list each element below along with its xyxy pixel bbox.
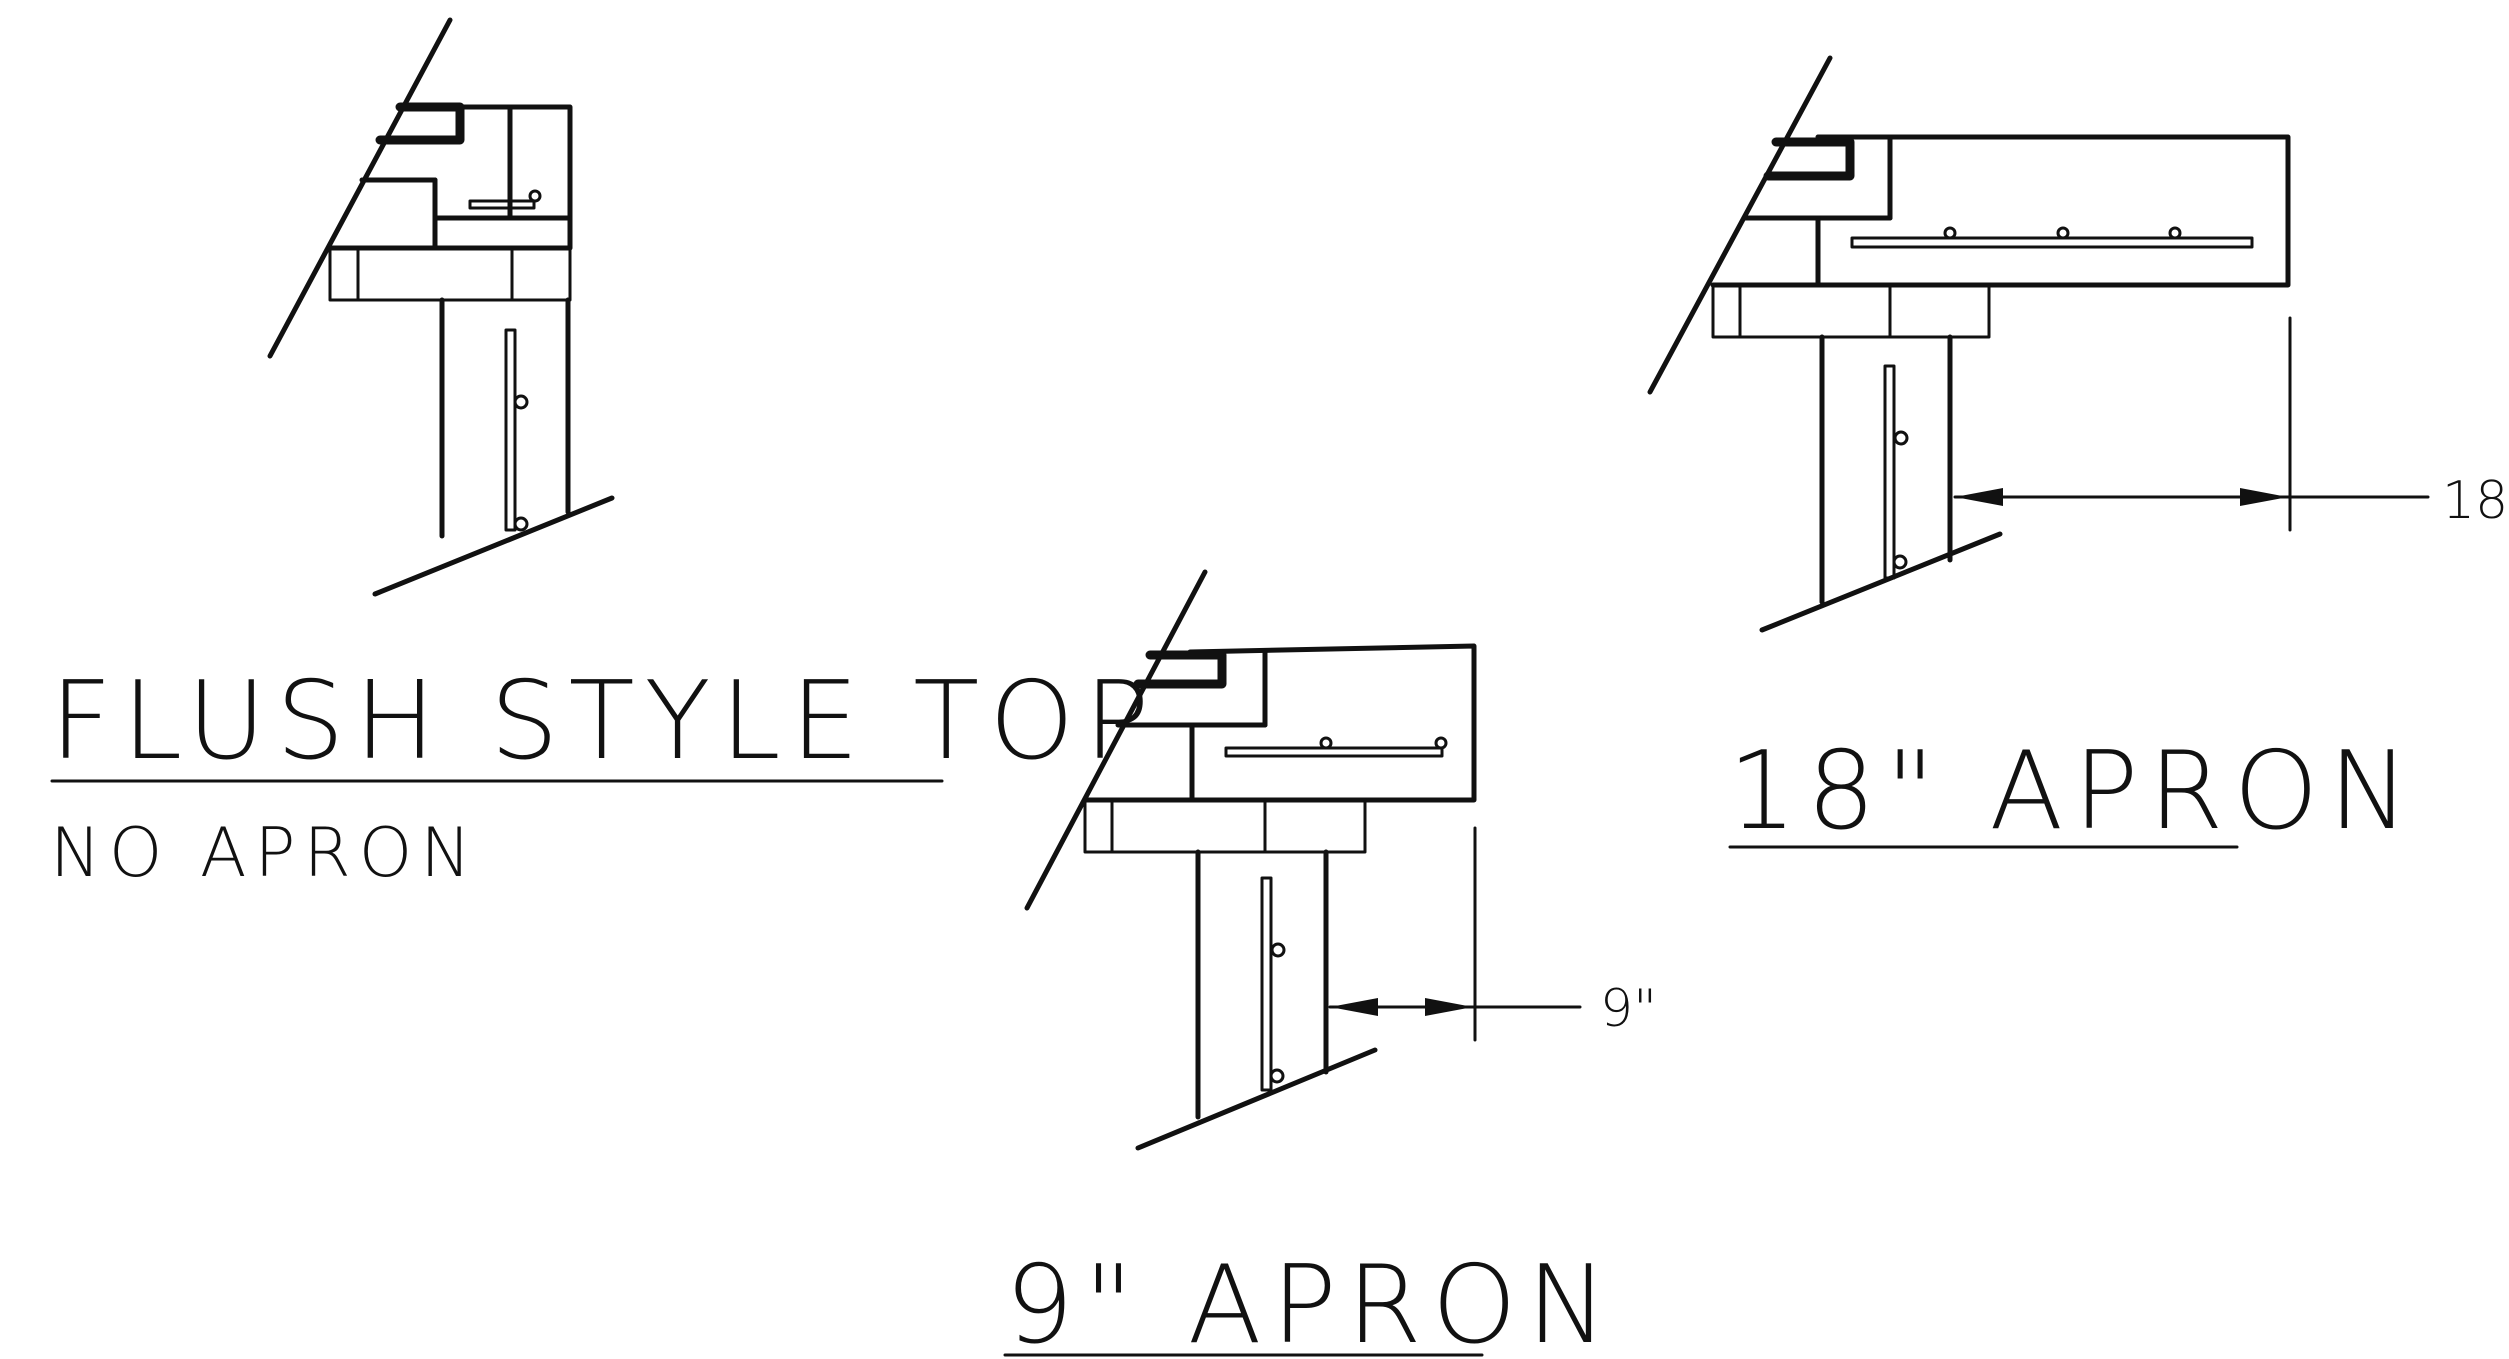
flush-stair-slope-line [267, 17, 453, 359]
flush-step-notch [375, 102, 465, 145]
apron-9-detail [1024, 569, 1582, 1151]
apron18-arrow-left [1955, 488, 2003, 506]
apron18-ground-line [1759, 531, 2003, 633]
flush-cap-strip [328, 246, 572, 302]
apron9-arrow-right [1425, 998, 1473, 1016]
apron18-rebar-dot-3 [2168, 226, 2182, 240]
apron9-rebar-dot-end [1434, 736, 1448, 750]
apron18-top-block-outline [1710, 134, 2291, 288]
flush-style-subtitle: NO APRON [50, 814, 479, 893]
apron18-step-notch [1763, 137, 1855, 181]
apron9-rebar-dot-lower [1269, 1068, 1285, 1084]
apron9-dimension-label: 9" [1600, 979, 1657, 1039]
apron18-rebar-vertical [1883, 364, 1896, 580]
apron9-ground-line [1135, 1047, 1378, 1151]
flush-rebar-dot [528, 189, 542, 203]
flush-rebar-horizontal [468, 199, 536, 210]
flush-rebar-dot-lower [513, 516, 529, 532]
apron-18-detail [1647, 55, 2430, 633]
apron18-rebar-horizontal [1850, 236, 2254, 249]
apron9-cap-strip [1083, 798, 1367, 854]
apron-18-title: 18" APRON [1728, 729, 2419, 854]
apron18-stair-slope-line [1647, 55, 1833, 395]
apron18-rebar-dot-1 [1943, 226, 1957, 240]
apron18-rebar-dot-upper [1893, 430, 1909, 446]
flush-style-title: FLUSH STYLE TOP [50, 659, 1159, 784]
flush-style-detail [267, 17, 615, 597]
apron18-rebar-dot-lower [1892, 554, 1908, 570]
apron9-rebar-dot-mid [1319, 736, 1333, 750]
apron9-rebar-vertical [1260, 876, 1273, 1092]
apron18-rebar-dot-2 [2056, 226, 2070, 240]
flush-rebar-dot-upper [513, 394, 529, 410]
flush-ground-line [372, 495, 615, 597]
apron18-arrow-right [2240, 488, 2288, 506]
apron9-arrow-left [1330, 998, 1378, 1016]
apron9-rebar-dot-upper [1270, 942, 1286, 958]
apron-9-title: 9" APRON [1005, 1243, 1618, 1359]
flush-rebar-vertical [504, 328, 517, 532]
apron18-dimension-label: 18" [2442, 471, 2509, 531]
apron9-rebar-horizontal [1224, 746, 1444, 758]
apron18-cap-strip [1711, 283, 1991, 339]
apron9-stair-slope-line [1024, 569, 1208, 911]
apron9-step-notch [1133, 650, 1227, 689]
